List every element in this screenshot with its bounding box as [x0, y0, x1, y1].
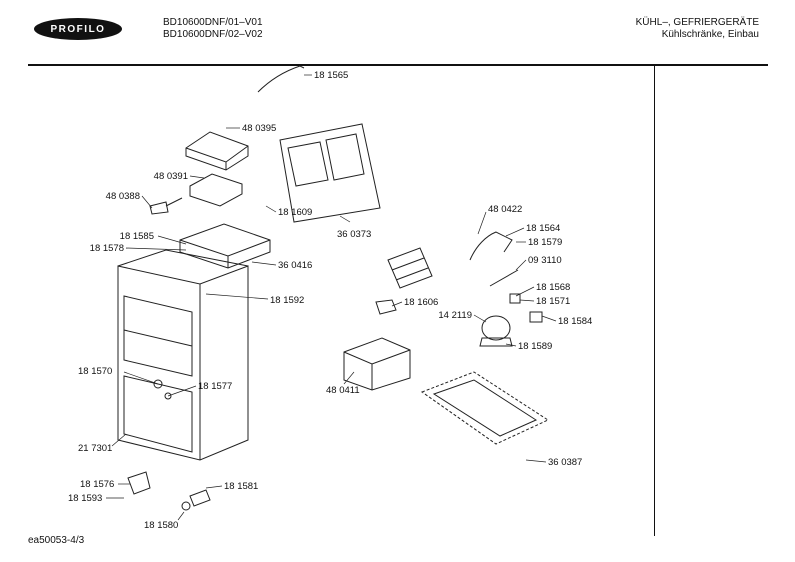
capacitor-part	[529, 311, 543, 323]
part-number-label: 18 1584	[558, 316, 592, 327]
part-number-label: 18 1589	[518, 341, 552, 352]
part-number-label: 18 1565	[314, 70, 348, 81]
hinge-part	[127, 471, 151, 495]
hinge-bracket-part	[189, 489, 211, 507]
part-number-label: 18 1593	[68, 493, 102, 504]
compressor-part	[481, 315, 511, 341]
part-number-label: 18 1568	[536, 282, 570, 293]
category-subtitle: Kühlschränke, Einbau	[661, 29, 759, 40]
wiring-part	[469, 231, 513, 261]
housing-part	[179, 223, 271, 269]
part-number-label: 18 1570	[78, 366, 112, 377]
clip-part	[375, 299, 397, 315]
evaporator-part	[387, 247, 433, 289]
part-number-label: 18 1578	[90, 243, 124, 254]
part-number-label: 14 2119	[438, 310, 472, 321]
part-number-label: 18 1581	[224, 481, 258, 492]
brand-logo: PROFILO	[34, 18, 122, 40]
part-number-label: 18 1592	[270, 295, 304, 306]
capillary-part	[489, 269, 519, 287]
part-number-label: 36 0387	[548, 457, 582, 468]
part-number-label: 18 1606	[404, 297, 438, 308]
cable-part	[257, 65, 305, 93]
side-rule	[654, 66, 655, 536]
panel-part	[279, 123, 381, 223]
model-number-2: BD10600DNF/02–V02	[163, 29, 263, 40]
part-number-label: 21 7301	[78, 443, 112, 454]
cover-part	[185, 131, 249, 171]
part-number-label: 48 0391	[154, 171, 188, 182]
part-number-label: 18 1579	[528, 237, 562, 248]
part-number-label: 18 1571	[536, 296, 570, 307]
part-number-label: 18 1585	[120, 231, 154, 242]
part-number-label: 48 0411	[326, 385, 360, 396]
board-part	[189, 173, 243, 207]
header-rule	[28, 64, 768, 66]
sensor-part	[149, 197, 183, 215]
part-number-label: 18 1564	[526, 223, 560, 234]
part-number-label: 09 3110	[528, 255, 562, 266]
part-number-label: 36 0373	[337, 229, 371, 240]
part-number-label: 48 0388	[106, 191, 140, 202]
foot-part	[181, 501, 191, 511]
part-number-label: 48 0422	[488, 204, 522, 215]
base-plate-part	[420, 371, 550, 445]
relay-part	[509, 293, 521, 304]
category-title: KÜHL–, GEFRIERGERÄTE	[635, 17, 759, 28]
electrical-box-part	[343, 337, 411, 391]
part-number-label: 48 0395	[242, 123, 276, 134]
model-number-1: BD10600DNF/01–V01	[163, 17, 263, 28]
part-number-label: 36 0416	[278, 260, 312, 271]
drawing-code: ea50053-4/3	[28, 535, 85, 546]
part-number-label: 18 1580	[144, 520, 178, 531]
part-number-label: 18 1609	[278, 207, 312, 218]
leader-lines	[106, 74, 557, 521]
part-number-label: 18 1576	[80, 479, 114, 490]
part-number-label: 18 1577	[198, 381, 232, 392]
